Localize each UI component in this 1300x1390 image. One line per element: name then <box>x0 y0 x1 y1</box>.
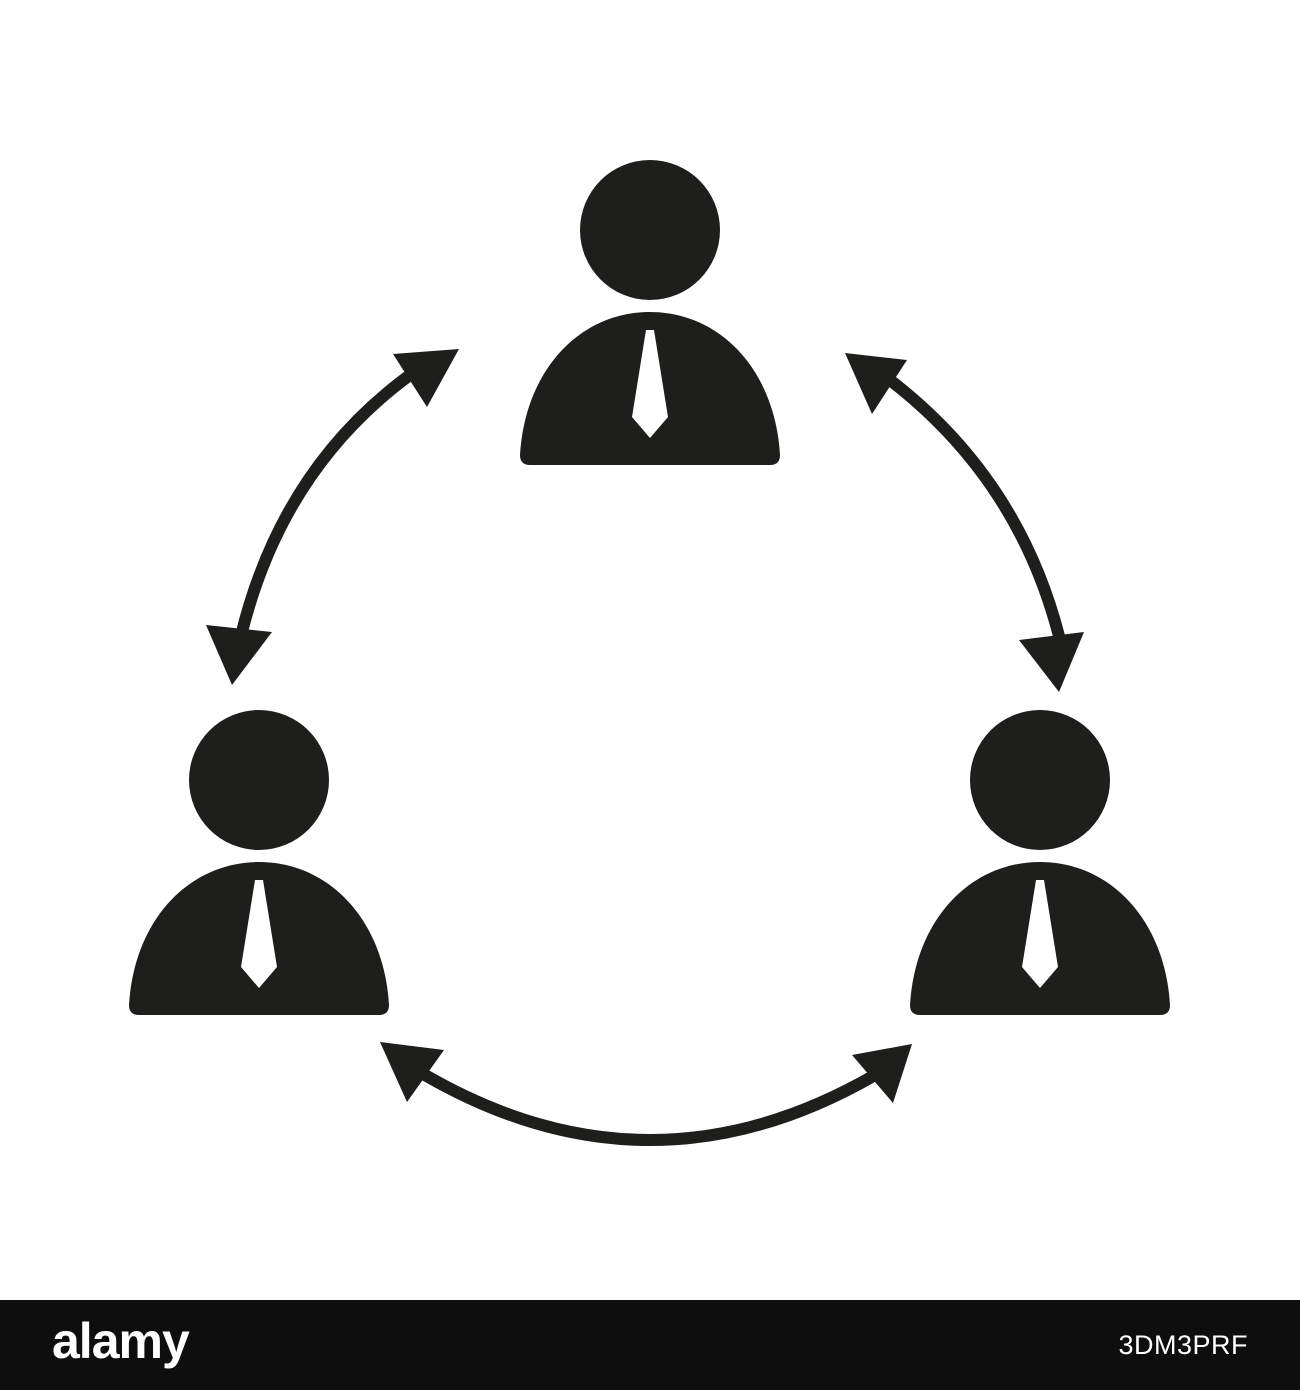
arrow-arc <box>886 375 1066 642</box>
team-communication-diagram <box>129 160 1170 1146</box>
person-head <box>189 710 329 850</box>
watermark-footer-bar: alamy 3DM3PRF <box>0 1300 1300 1390</box>
arrowhead-icon <box>380 1042 444 1102</box>
person-head <box>580 160 720 300</box>
arrowhead-icon <box>845 353 907 414</box>
necktie-icon <box>632 330 668 438</box>
arrowhead-icon <box>206 625 272 685</box>
double-arrow-top-left <box>206 349 459 685</box>
brand-logo: alamy <box>52 1313 190 1369</box>
arrow-arc <box>422 1069 878 1146</box>
necktie-icon <box>1022 880 1058 988</box>
arrowhead-icon <box>393 349 459 407</box>
necktie-icon <box>241 880 277 988</box>
double-arrow-top-right <box>845 353 1084 692</box>
person-head <box>970 710 1110 850</box>
person-icon-top <box>520 160 780 465</box>
image-id-label: 3DM3PRF <box>1118 1330 1248 1360</box>
person-icon-left <box>129 710 389 1015</box>
double-arrow-bottom <box>380 1042 912 1146</box>
arrowhead-icon <box>852 1044 912 1103</box>
person-icon-right <box>910 710 1170 1015</box>
arrowhead-icon <box>1019 632 1084 692</box>
arrow-arc <box>234 370 414 642</box>
